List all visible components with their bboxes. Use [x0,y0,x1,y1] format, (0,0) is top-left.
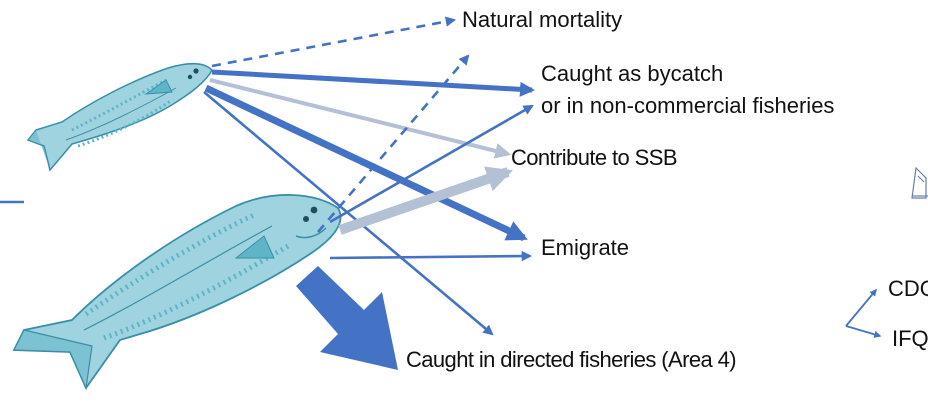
label-ifq: IFQ [892,326,928,352]
arrow-large-to-directed [296,266,398,370]
vessel-icon [912,168,928,198]
label-contribute-ssb: Contribute to SSB [511,145,677,171]
small-halibut-icon [28,64,212,170]
label-cdq: CDQ [888,276,928,302]
label-directed-fisheries: Caught in directed fisheries (Area 4) [406,347,736,373]
arrow-small-to-ssb [210,80,508,154]
label-bycatch-line2: or in non-commercial fisheries [541,93,834,119]
label-bycatch-line1: Caught as bycatch [541,61,723,87]
label-emigrate: Emigrate [541,235,629,261]
arrow-large-to-emigrate [330,256,530,258]
arrow-small-to-natural-mortality [212,20,454,66]
label-natural-mortality: Natural mortality [462,7,622,33]
arrow-to-cdq [846,290,876,326]
arrow-to-ifq [846,326,880,336]
large-halibut-icon [14,195,340,388]
arrow-small-to-bycatch [212,72,532,90]
